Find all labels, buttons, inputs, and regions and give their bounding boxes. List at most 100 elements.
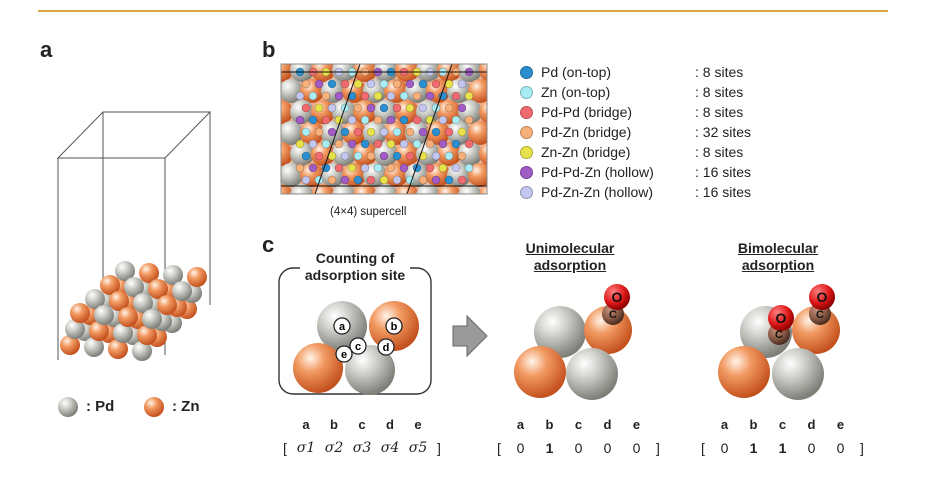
adsorption-site-dot xyxy=(340,79,350,89)
sigma-vector: [ σ1 σ2 σ3 σ4 σ5 ] xyxy=(283,440,441,456)
pd-legend-label: : Pd xyxy=(86,398,115,415)
adsorption-site-dot xyxy=(457,79,467,89)
adsorption-site-dot xyxy=(418,103,428,113)
adsorption-site-dot xyxy=(444,103,454,113)
zn-atom xyxy=(118,307,138,327)
adsorption-site-dot xyxy=(379,79,389,89)
adsorption-site-dot xyxy=(425,91,435,101)
site-color-dot xyxy=(520,165,533,179)
adsorption-site-dot xyxy=(457,175,467,185)
supercell-image xyxy=(281,64,513,194)
pd-atom xyxy=(132,341,152,361)
adsorption-site-dot xyxy=(360,139,370,149)
site-count: : 8 sites xyxy=(695,64,744,80)
supercell-atom xyxy=(281,64,293,82)
site-marker-label: a xyxy=(339,321,346,333)
adsorption-site-dot xyxy=(431,103,441,113)
zn-atom xyxy=(89,321,109,341)
zn-atom xyxy=(108,339,128,359)
adsorption-site-dot xyxy=(340,127,350,137)
adsorption-site-dot xyxy=(347,139,357,149)
adsorption-site-dot xyxy=(431,79,441,89)
supercell-atom xyxy=(300,121,324,145)
adsorption-site-dot xyxy=(327,127,337,137)
pd-atom xyxy=(172,281,192,301)
adsorption-site-dot xyxy=(386,163,396,173)
adsorption-site-dot xyxy=(360,163,370,173)
adsorption-site-dot xyxy=(438,91,448,101)
adsorption-site-dot xyxy=(444,127,454,137)
uni-c-label: C xyxy=(609,309,617,321)
adsorption-site-dot xyxy=(392,151,402,161)
cell-boundary-line xyxy=(406,64,453,194)
adsorption-site-dot xyxy=(392,175,402,185)
supercell-atom xyxy=(416,184,440,194)
adsorption-site-dot xyxy=(464,115,474,125)
adsorption-site-dot xyxy=(464,91,474,101)
supercell-atom xyxy=(281,184,293,194)
uni-cluster xyxy=(514,284,632,400)
supercell-atom xyxy=(353,184,377,194)
adsorption-site-dot xyxy=(353,175,363,185)
adsorption-site-dot xyxy=(405,151,415,161)
supercell-atom xyxy=(290,142,314,166)
adsorption-site-dot xyxy=(314,127,324,137)
adsorption-site-dot xyxy=(425,163,435,173)
supercell-atom xyxy=(332,184,356,194)
site-name: Pd-Pd-Zn (hollow) xyxy=(541,164,654,180)
adsorption-site-dot xyxy=(438,139,448,149)
adsorption-site-dot xyxy=(353,127,363,137)
zn-atom xyxy=(148,279,168,299)
adsorption-site-dot xyxy=(353,79,363,89)
cell-boundary-line xyxy=(314,64,361,194)
adsorption-site-dot xyxy=(301,127,311,137)
adsorption-site-dot xyxy=(301,103,311,113)
site-marker-label: b xyxy=(391,321,398,333)
adsorption-site-dot xyxy=(366,127,376,137)
adsorption-site-dot xyxy=(301,175,311,185)
site-marker-label: c xyxy=(355,341,361,353)
uni-vector: [ 0 1 0 0 0 ] xyxy=(497,440,660,456)
bi-oxygen-2 xyxy=(809,284,835,310)
adsorption-site-dot xyxy=(464,163,474,173)
site-count: : 16 sites xyxy=(695,164,752,180)
pd-atom xyxy=(124,277,144,297)
zn-legend-label: : Zn xyxy=(172,398,200,415)
bi-o-label-2: O xyxy=(817,289,828,305)
adsorption-site-dot xyxy=(451,115,461,125)
zn-atom xyxy=(157,295,177,315)
adsorption-site-dot xyxy=(308,91,318,101)
site-count: : 8 sites xyxy=(695,104,744,120)
adsorption-site-dot xyxy=(451,139,461,149)
adsorption-site-dot xyxy=(314,79,324,89)
supercell-atom xyxy=(489,163,513,187)
supercell-atom xyxy=(468,121,487,145)
pd-atom xyxy=(163,265,183,285)
site-name: Pd-Zn-Zn (hollow) xyxy=(541,184,654,200)
adsorption-site-dot xyxy=(418,127,428,137)
adsorption-site-dot xyxy=(431,127,441,137)
supercell-atom xyxy=(405,121,429,145)
adsorption-site-dot xyxy=(399,91,409,101)
adsorption-site-dot xyxy=(327,175,337,185)
site-marker xyxy=(349,337,367,355)
site-name: Pd-Pd (bridge) xyxy=(541,104,633,120)
adsorption-site-dot xyxy=(360,91,370,101)
adsorption-site-dot xyxy=(366,103,376,113)
adsorption-site-dot xyxy=(405,103,415,113)
bi-cluster xyxy=(718,284,840,400)
supercell-atom xyxy=(458,184,482,194)
site-color-dot xyxy=(520,185,533,199)
adsorption-site-dot xyxy=(373,139,383,149)
adsorption-site-dot xyxy=(457,127,467,137)
site-marker xyxy=(333,317,351,335)
supercell-atom xyxy=(311,142,335,166)
adsorption-site-dot xyxy=(334,139,344,149)
adsorption-site-dot xyxy=(412,115,422,125)
supercell-atom xyxy=(290,184,314,194)
adsorption-site-dot xyxy=(347,115,357,125)
site-legend-row: Zn (on-top): 8 sites xyxy=(520,82,751,102)
adsorption-site-dot xyxy=(451,91,461,101)
supercell-atom xyxy=(479,184,487,194)
